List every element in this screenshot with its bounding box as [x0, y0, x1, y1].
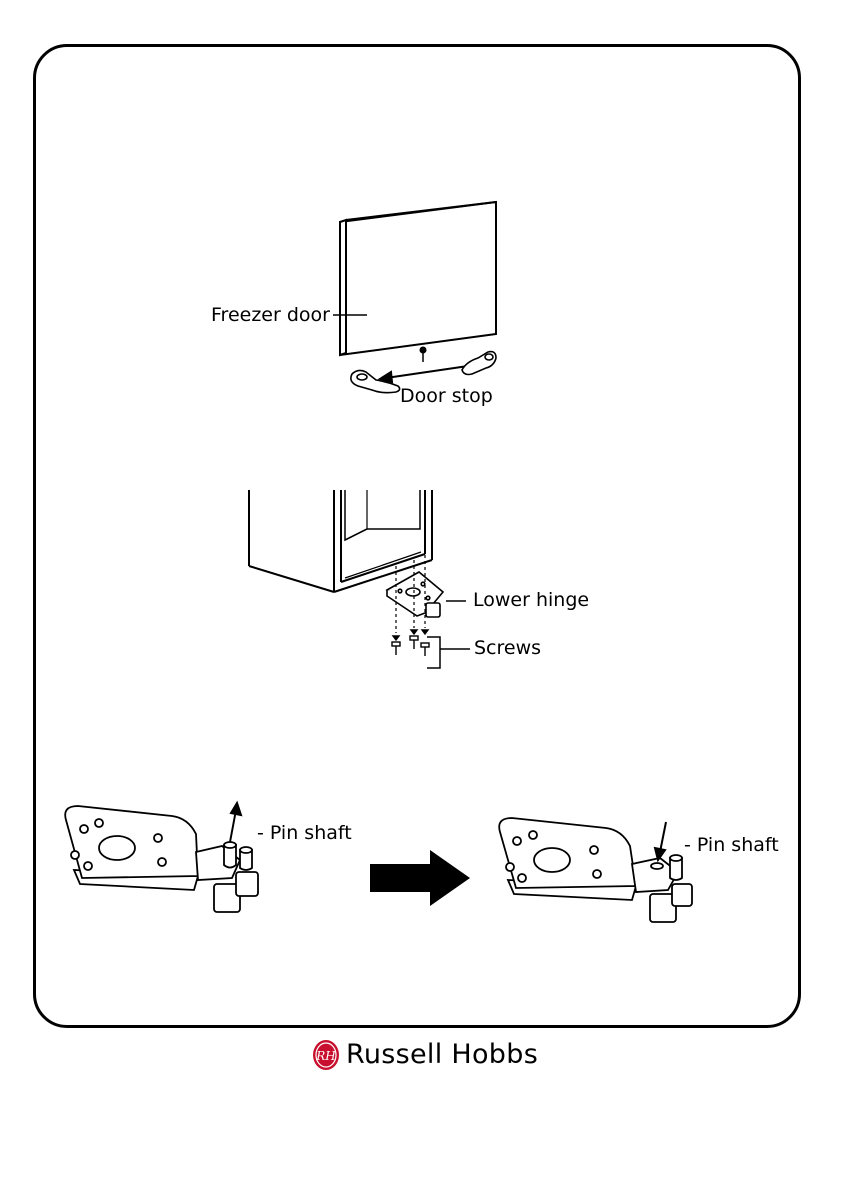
- pin-shaft-right-label: - Pin shaft: [684, 834, 779, 856]
- rh-rose-logo-icon: RH: [312, 1039, 340, 1071]
- pin-shaft-left-label: - Pin shaft: [257, 822, 352, 844]
- hinge-left-icon: [65, 806, 258, 912]
- pin-up-arrow-icon: [230, 803, 241, 842]
- svg-text:RH: RH: [315, 1049, 336, 1063]
- brand-name: Russell Hobbs: [346, 1039, 538, 1071]
- pin-down-arrow-icon: [655, 822, 666, 860]
- big-right-arrow-icon: [370, 850, 470, 906]
- brand-footer: RH Russell Hobbs: [312, 1038, 538, 1072]
